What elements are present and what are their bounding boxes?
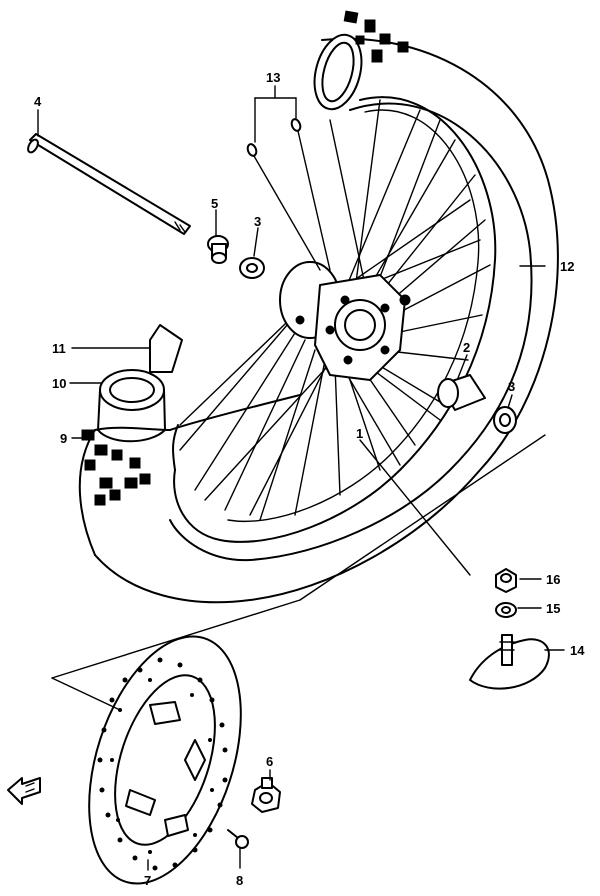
callout-8: 8 bbox=[236, 873, 243, 888]
callout-14: 14 bbox=[570, 643, 585, 658]
callout-12: 12 bbox=[560, 259, 574, 274]
rim-band bbox=[97, 369, 166, 443]
tread-blocks-left bbox=[81, 429, 151, 506]
callout-2: 2 bbox=[463, 340, 470, 355]
hub bbox=[279, 261, 411, 381]
valve-washer bbox=[495, 602, 517, 618]
brake-disc bbox=[88, 635, 242, 885]
callout-15: 15 bbox=[546, 601, 560, 616]
arrow-front-icon bbox=[7, 777, 41, 805]
callout-3-upper: 3 bbox=[254, 214, 261, 229]
disc-nut bbox=[251, 777, 281, 813]
leader-lines bbox=[37, 85, 565, 871]
callout-10: 10 bbox=[52, 376, 66, 391]
rim-lock-plate bbox=[469, 634, 550, 690]
bearing-left bbox=[239, 257, 265, 279]
callout-7: 7 bbox=[144, 873, 151, 888]
callout-9: 9 bbox=[60, 431, 67, 446]
spacer-left bbox=[207, 235, 229, 264]
bearing-right bbox=[493, 406, 517, 434]
valve-nut bbox=[495, 568, 517, 593]
callout-4: 4 bbox=[34, 94, 42, 109]
tread-blocks-top bbox=[313, 10, 409, 111]
callout-11: 11 bbox=[52, 341, 66, 356]
spacer-right bbox=[437, 374, 486, 411]
callout-1: 1 bbox=[356, 426, 363, 441]
spoke-nipples bbox=[246, 118, 331, 271]
rim-lock bbox=[149, 324, 183, 373]
disc-bolt bbox=[227, 829, 249, 849]
callout-6: 6 bbox=[266, 754, 273, 769]
callout-13: 13 bbox=[266, 70, 280, 85]
callout-labels: 4 5 3 13 12 11 10 9 2 3 1 16 15 14 6 7 8 bbox=[34, 70, 585, 888]
callout-3-right: 3 bbox=[508, 379, 515, 394]
axle bbox=[27, 133, 191, 235]
callout-16: 16 bbox=[546, 572, 560, 587]
tire bbox=[78, 37, 559, 604]
callout-5: 5 bbox=[211, 196, 218, 211]
